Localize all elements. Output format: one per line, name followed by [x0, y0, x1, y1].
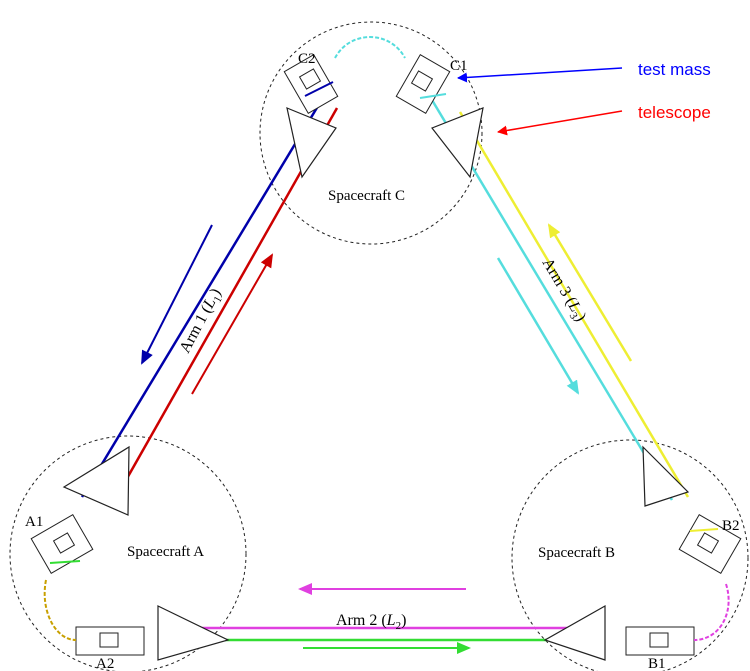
arm2-label: Arm 2 (L2)	[336, 612, 406, 632]
arm3-outbound-arrow	[496, 257, 580, 395]
spacecraft-b-optical-fiber	[693, 583, 730, 641]
svg-text:Arm 3 (L3): Arm 3 (L3)	[536, 255, 589, 326]
test-mass-b2-label: B2	[722, 518, 740, 534]
spacecraft-a-optical-fiber	[43, 579, 77, 641]
test-mass-b1-label: B1	[648, 656, 666, 671]
test-mass-a1-label: A1	[25, 514, 43, 530]
test-mass-c1-label: C1	[450, 58, 468, 74]
spacecraft-c-test-mass-c1	[395, 54, 451, 114]
spacecraft-b-test-mass-b2	[678, 513, 742, 575]
spacecraft-a-test-mass-a1	[30, 513, 94, 575]
spacecraft-c-telescope-right	[431, 107, 484, 179]
spacecraft-b-test-mass-b1	[625, 626, 695, 656]
spacecraft-b-label: Spacecraft B	[538, 545, 615, 561]
spacecraft-c-boundary	[259, 21, 483, 245]
spacecraft-a-label: Spacecraft A	[127, 544, 204, 560]
test-mass-a2-label: A2	[96, 656, 114, 671]
arm1-inbound-arrow	[191, 253, 273, 395]
spacecraft-a-test-mass-a2	[75, 626, 145, 656]
spacecraft-b-telescope	[642, 445, 690, 507]
svg-text:Arm 2 (L2): Arm 2 (L2)	[336, 612, 406, 632]
telescope-legend-label: telescope	[638, 103, 711, 122]
spacecraft-c-test-mass-c2	[283, 54, 339, 114]
spacecraft-a-telescope	[62, 445, 130, 516]
arm1-beam-blue	[80, 105, 320, 498]
arm1-beam-red	[111, 107, 339, 504]
spacecraft-a-boundary	[9, 435, 247, 671]
test-mass-pointer	[457, 67, 623, 83]
arm3-beam-yellow	[458, 111, 690, 498]
test-mass-c2-label: C2	[298, 51, 316, 67]
arm3-label: Arm 3 (L3)	[536, 255, 590, 326]
spacecraft-b-boundary	[511, 439, 749, 671]
spacecraft-a-telescope-horizontal	[157, 605, 230, 661]
spacecraft-c-label: Spacecraft C	[328, 188, 405, 204]
telescope-pointer	[497, 110, 623, 136]
arm3-inbound-arrow	[547, 223, 633, 362]
test-mass-legend-label: test mass	[638, 60, 711, 79]
arm1-outbound-arrow	[141, 224, 213, 365]
spacecraft-b-telescope-horizontal	[543, 604, 606, 661]
spacecraft-c-optical-fiber	[334, 36, 406, 59]
spacecraft-c-telescope-left	[286, 107, 337, 179]
